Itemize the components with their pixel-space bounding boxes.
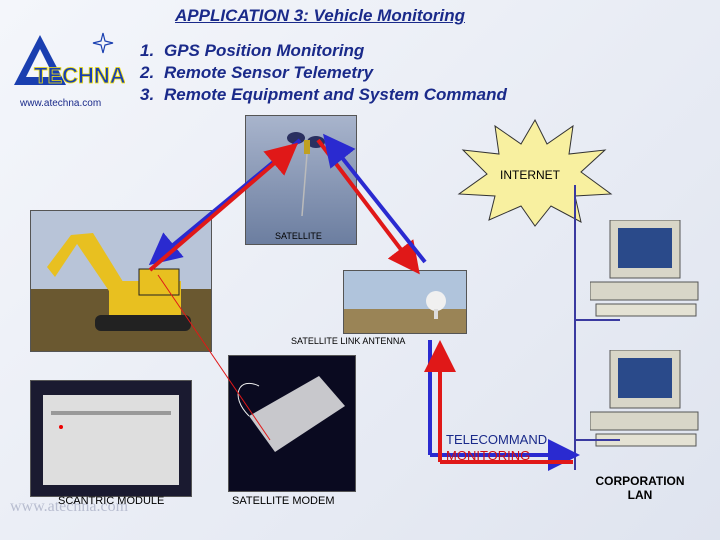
internet-label: INTERNET — [500, 168, 560, 182]
watermark: www.atechna.com — [10, 498, 129, 515]
computer-top — [590, 220, 699, 317]
page-title: APPLICATION 3: Vehicle Monitoring — [175, 6, 465, 25]
list-item: 3.Remote Equipment and System Command — [140, 85, 507, 104]
scantric-module-label: SCANTRIC MODULE — [58, 495, 165, 507]
internet-burst — [457, 118, 613, 227]
satellite-modem-image — [228, 355, 356, 492]
list-item: 2.Remote Sensor Telemetry — [140, 63, 374, 82]
feature-list: 1.GPS Position Monitoring 2.Remote Senso… — [140, 40, 507, 106]
satellite-label: SATELLITE — [275, 231, 322, 241]
corporation-lan-label: CORPORATION LAN — [595, 474, 685, 502]
antenna-label: SATELLITE LINK ANTENNA — [291, 336, 406, 346]
scantric-module-image — [30, 380, 192, 497]
antenna-image — [343, 270, 467, 334]
telecommand-monitoring-label: TELECOMMAND MONITORING — [446, 432, 548, 463]
list-item: 1.GPS Position Monitoring — [140, 41, 365, 60]
satellite-modem-label: SATELLITE MODEM — [232, 495, 335, 507]
svg-text:TECHNA: TECHNA — [34, 63, 125, 88]
atechna-logo: TECHNA — [14, 32, 125, 88]
website-url: www.atechna.com — [20, 98, 102, 109]
computer-bottom — [590, 350, 699, 447]
